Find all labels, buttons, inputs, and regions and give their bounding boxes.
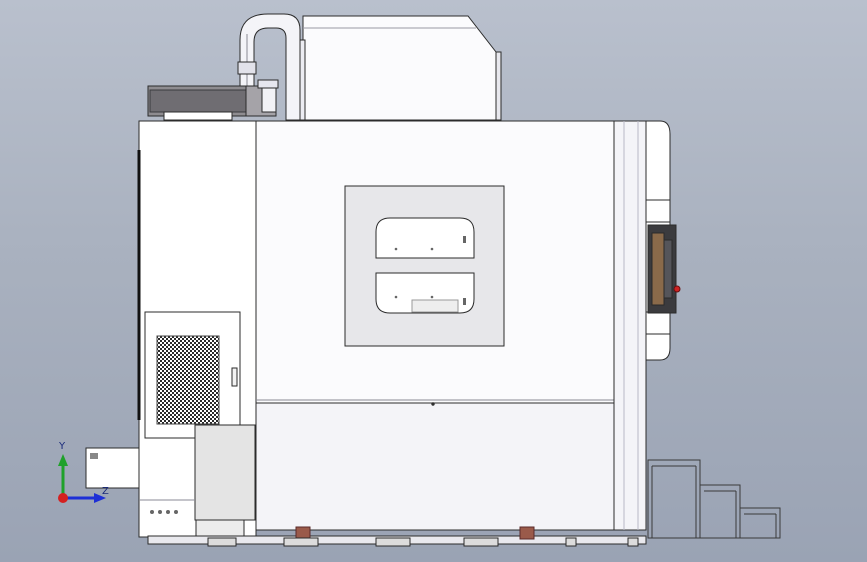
access-stairs xyxy=(647,459,781,539)
y-axis-label: Y xyxy=(59,441,66,452)
tool-changer xyxy=(647,224,681,314)
electrical-cabinet xyxy=(137,120,257,538)
top-motor-unit xyxy=(147,79,279,121)
column-housing xyxy=(298,15,502,121)
hose xyxy=(237,13,301,121)
right-side-panel xyxy=(613,120,671,531)
axis-triad: Y Z xyxy=(46,436,118,510)
machine-base xyxy=(147,526,647,547)
side-control-box xyxy=(85,447,140,489)
z-axis-label: Z xyxy=(102,486,109,497)
triad-arrows-icon xyxy=(58,454,106,503)
door-window xyxy=(344,185,505,347)
